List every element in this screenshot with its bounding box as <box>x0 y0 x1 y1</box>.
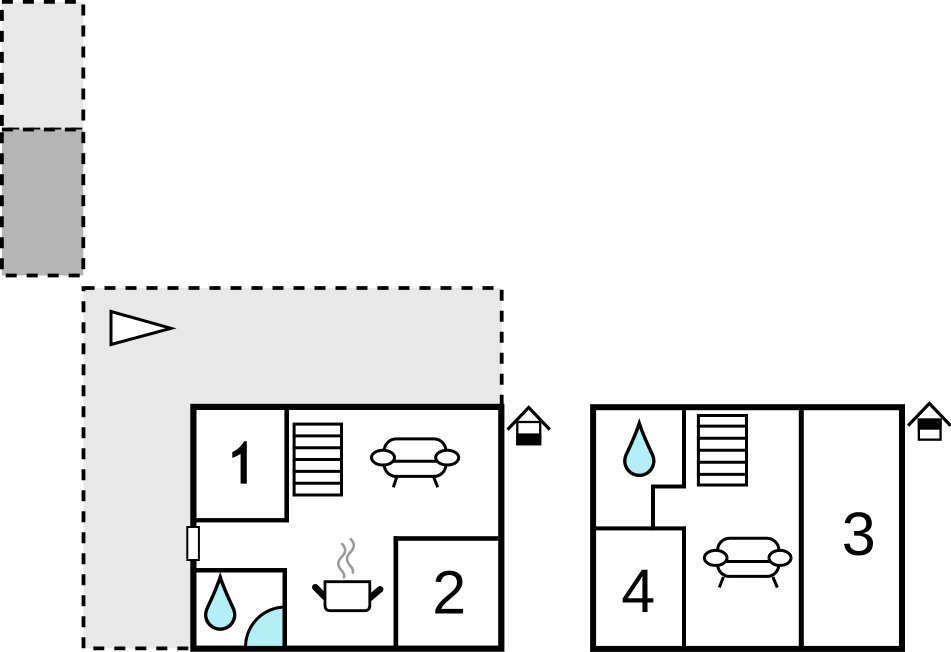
svg-text:2: 2 <box>432 558 466 626</box>
svg-text:4: 4 <box>621 557 655 625</box>
svg-text:3: 3 <box>842 500 876 568</box>
